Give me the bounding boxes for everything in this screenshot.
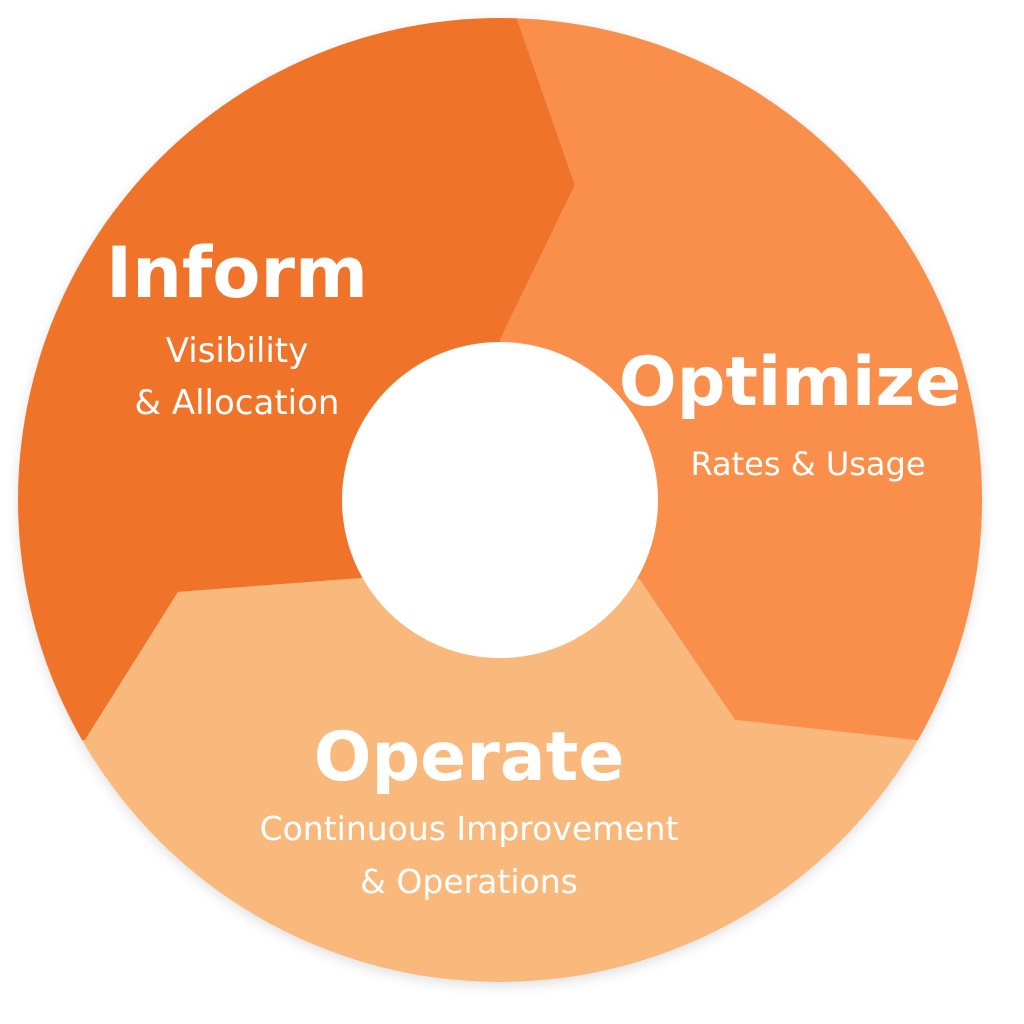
- operate-subtitle-line-1: Continuous Improvement: [260, 809, 679, 848]
- optimize-subtitle-line-1: Rates & Usage: [690, 445, 925, 483]
- inform-subtitle-line-1: Visibility: [166, 331, 309, 371]
- inform-title: Inform: [106, 232, 368, 314]
- operate-subtitle-line-2: & Operations: [360, 862, 578, 901]
- operate-title: Operate: [314, 718, 625, 797]
- optimize-title: Optimize: [619, 343, 961, 422]
- inform-subtitle-line-2: & Allocation: [135, 383, 340, 423]
- center-hole: [342, 342, 658, 658]
